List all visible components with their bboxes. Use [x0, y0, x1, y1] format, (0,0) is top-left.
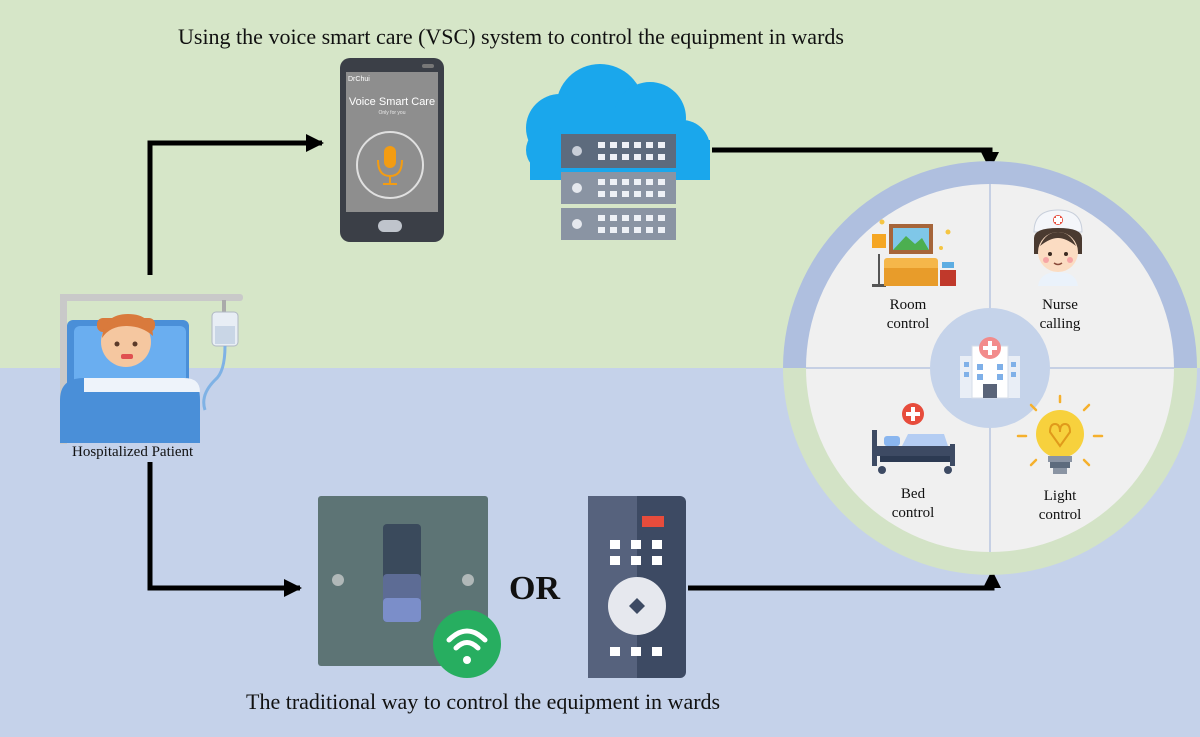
arrow-cloud-to-hub [712, 147, 999, 170]
phone-app-title: Voice Smart Care [348, 96, 436, 108]
microphone-icon [377, 146, 403, 185]
cloud-server-icon [526, 64, 710, 240]
room-furniture-icon [872, 219, 956, 287]
hospital-patient-icon [60, 294, 243, 444]
remote-control-icon [588, 496, 686, 678]
nurse-calling-label: Nurse calling [1039, 297, 1081, 332]
wifi-badge-icon [433, 610, 501, 678]
light-control-label: Light control [1038, 488, 1082, 523]
server-unit-1 [561, 134, 676, 168]
arrow-remote-to-hub [688, 570, 1001, 591]
hospital-bed-icon [872, 403, 955, 474]
hospital-building-icon [960, 337, 1020, 399]
or-label: OR [509, 570, 560, 607]
arrow-patient-to-switch [147, 462, 302, 597]
nurse-icon [1033, 209, 1083, 286]
bed-control-label: Bed control [891, 486, 935, 521]
patient-label: Hospitalized Patient [72, 444, 194, 460]
traditional-section-title: The traditional way to control the equip… [246, 689, 721, 714]
phone-app-brand: DrChui [348, 76, 370, 83]
server-unit-3 [561, 208, 676, 240]
server-unit-2 [561, 172, 676, 204]
phone-app-subtitle: Only for you [378, 110, 406, 116]
arrow-patient-to-phone [147, 134, 324, 275]
light-bulb-icon [1016, 394, 1104, 474]
room-control-label: Room control [886, 297, 930, 332]
smartphone-icon [340, 58, 444, 242]
vsc-section-title: Using the voice smart care (VSC) system … [178, 24, 844, 49]
